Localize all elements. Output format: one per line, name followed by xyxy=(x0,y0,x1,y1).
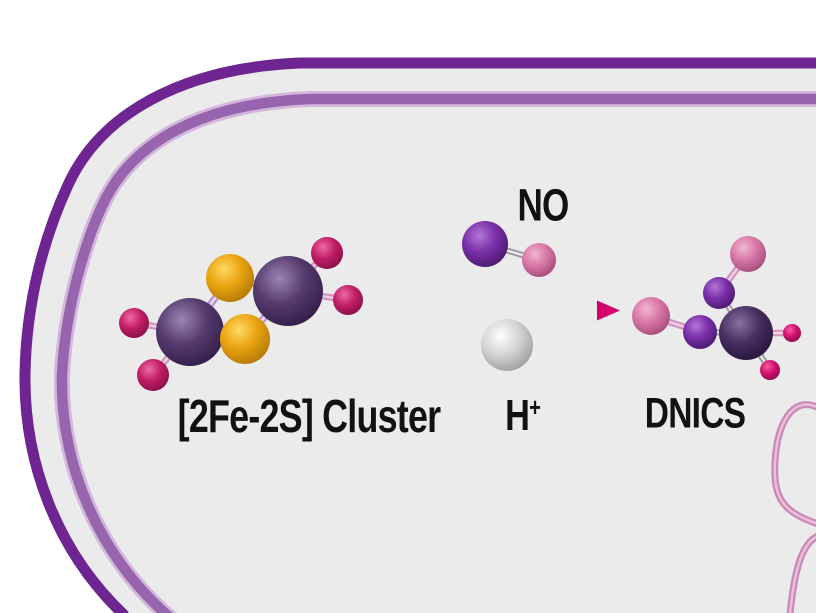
pink-squiggle-decoration xyxy=(771,401,816,613)
s-atom xyxy=(220,314,270,364)
reaction-arrow xyxy=(393,300,620,321)
no-label: NO xyxy=(517,179,569,231)
dnics-molecule xyxy=(632,236,801,380)
h-atom xyxy=(481,319,533,371)
o-atom xyxy=(522,243,556,277)
o-atom xyxy=(730,236,766,272)
fe2-atom xyxy=(719,306,773,360)
fe-atom xyxy=(253,256,323,326)
proton-label: H+ xyxy=(505,394,541,438)
arrow-head-icon xyxy=(597,300,620,321)
proton-ball xyxy=(481,319,533,371)
mag-atom xyxy=(783,324,801,342)
mag-atom xyxy=(760,360,780,380)
dnics-label: DNICS xyxy=(644,389,746,438)
s-atom xyxy=(206,254,254,302)
proton-charge: + xyxy=(529,392,541,422)
lig-atom xyxy=(311,237,343,269)
fe-atom xyxy=(156,298,224,366)
lig-atom xyxy=(119,308,149,338)
o-atom xyxy=(632,297,670,335)
n-atom xyxy=(683,315,717,349)
cluster-label: [2Fe-2S] Cluster xyxy=(177,390,441,442)
cell-interior xyxy=(24,63,816,613)
molecule-layer xyxy=(119,221,801,391)
n-atom xyxy=(462,221,508,267)
n-atom xyxy=(703,277,735,309)
inner-membrane xyxy=(56,93,816,613)
proton-symbol: H xyxy=(505,391,530,440)
no-molecule xyxy=(462,221,556,277)
lig-atom xyxy=(137,359,169,391)
fes-cluster-molecule xyxy=(119,237,363,391)
lig-atom xyxy=(333,285,363,315)
outer-membrane xyxy=(19,57,816,613)
